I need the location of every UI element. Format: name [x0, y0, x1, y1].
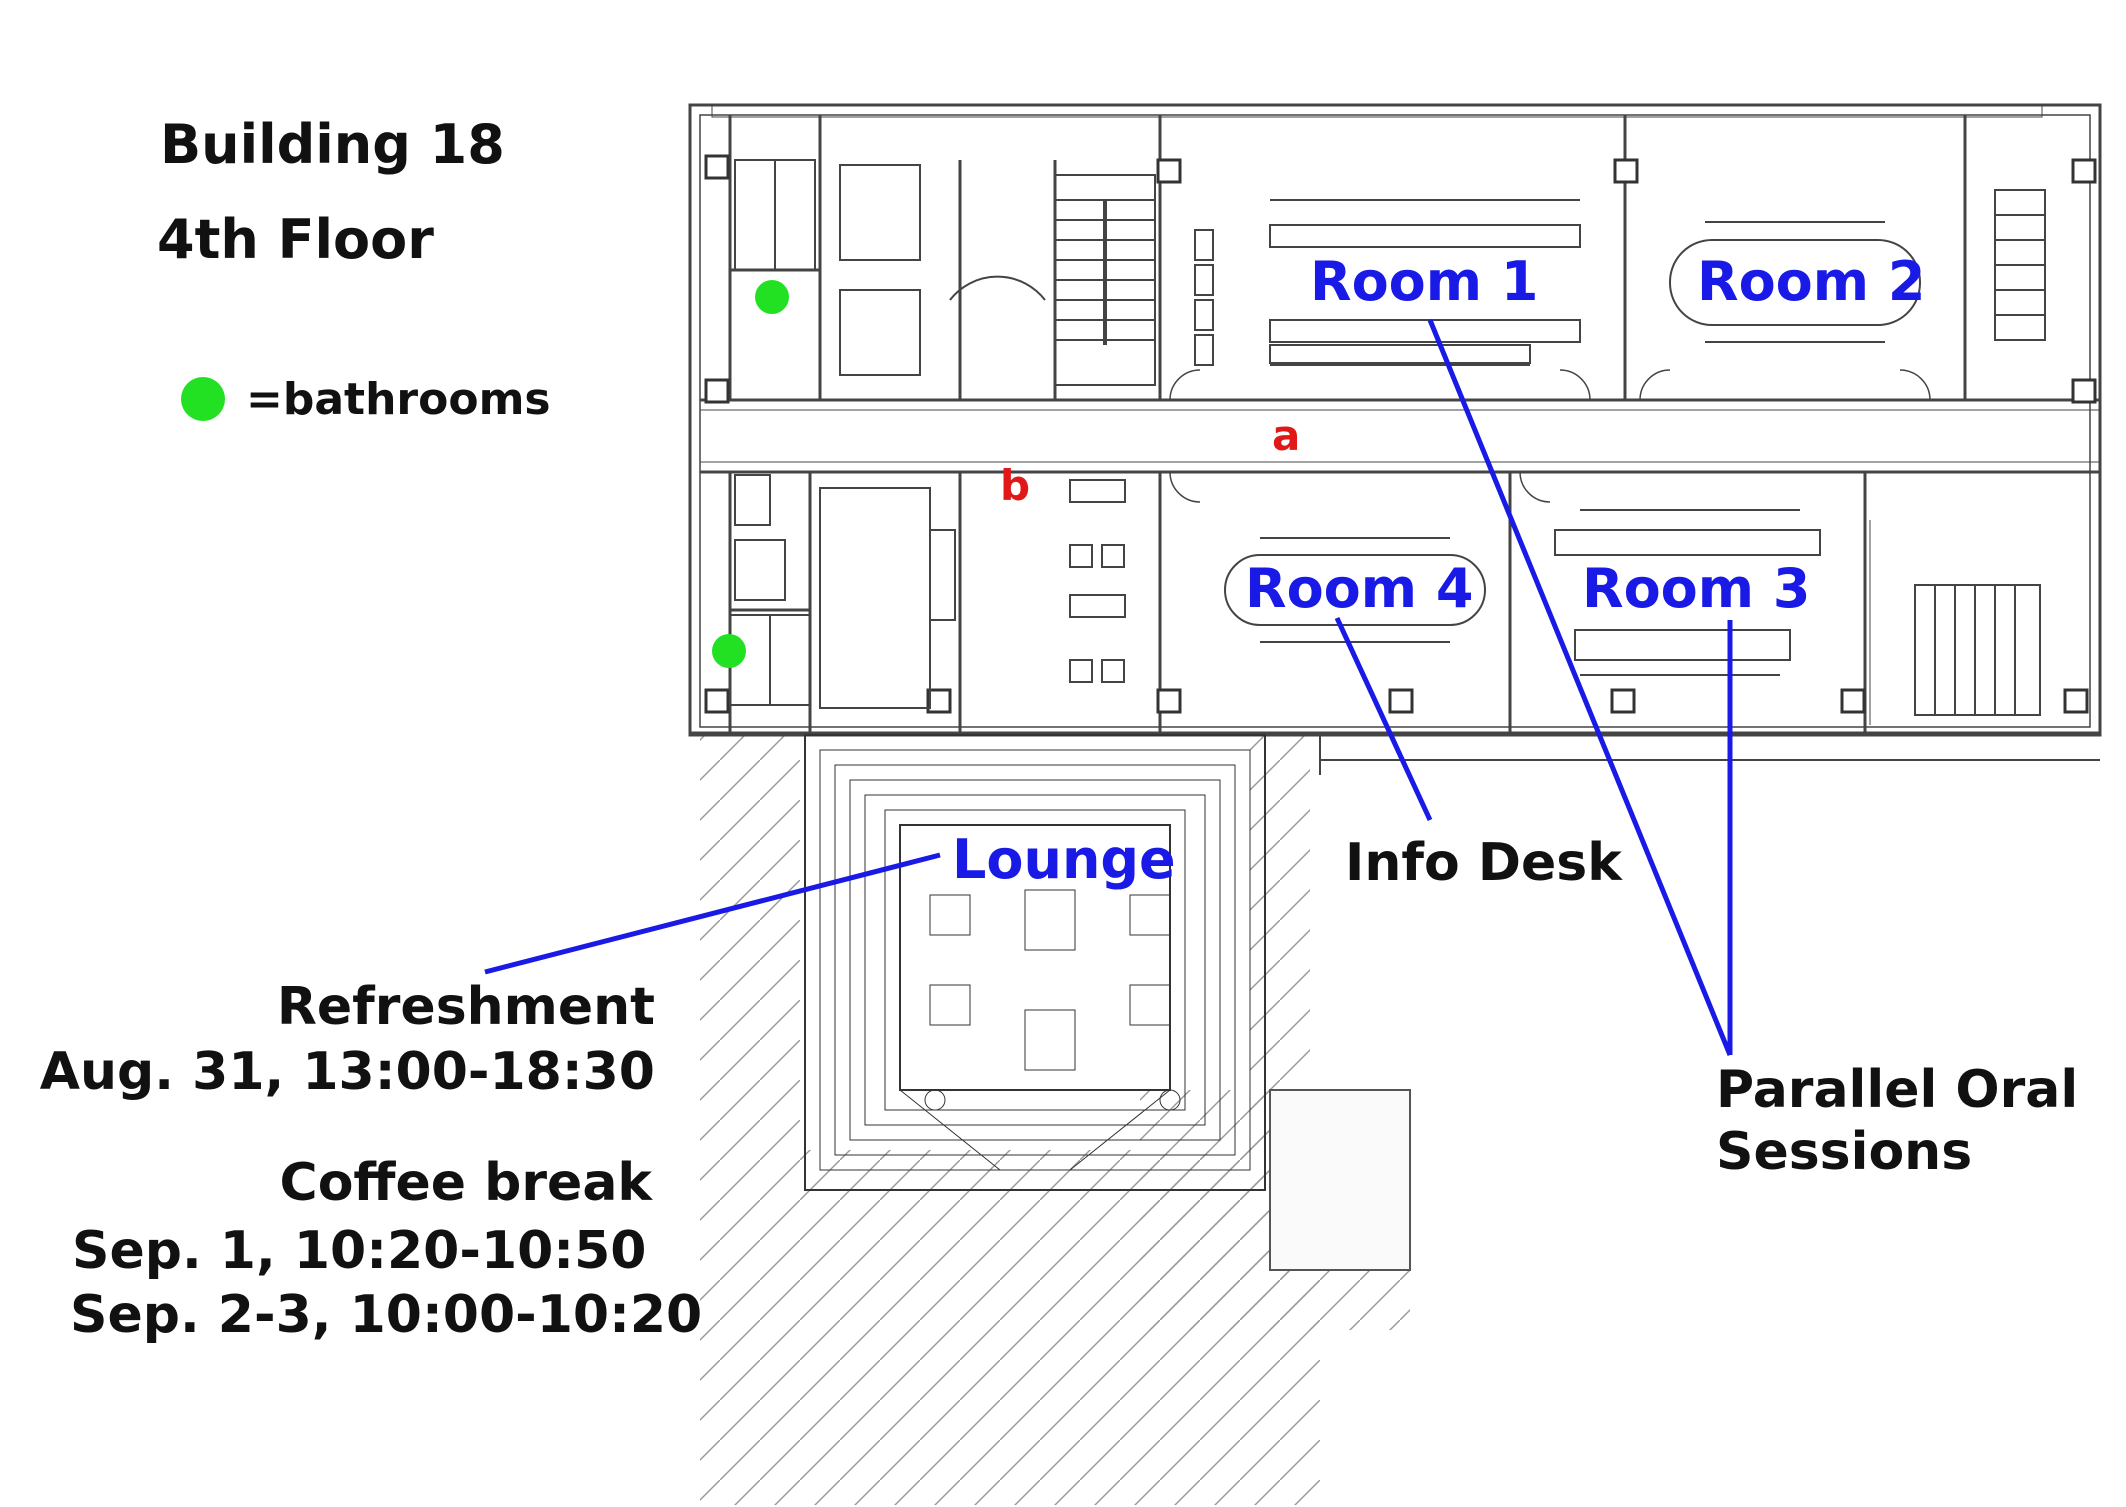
parallel-sessions-line1: Parallel Oral	[1716, 1060, 2079, 1120]
room2-furniture	[1669, 221, 1921, 343]
info-desk-label: Info Desk	[1345, 833, 1622, 893]
terrace-hatch	[700, 735, 1411, 1505]
room1-furniture	[1194, 199, 1581, 366]
lounge-structure	[804, 734, 1266, 1191]
room2-label: Room 2	[1697, 250, 1926, 313]
corridor-marker-a: a	[1272, 411, 1301, 460]
elevators	[839, 164, 1046, 376]
floor-title: 4th Floor	[157, 208, 434, 271]
callout-room1	[1427, 319, 1733, 1056]
corridor-marker-b: b	[1000, 461, 1031, 510]
callout-lounge	[484, 852, 941, 975]
room4-furniture	[1224, 537, 1486, 643]
legend-label: =bathrooms	[246, 374, 551, 425]
room3-furniture	[1554, 509, 1821, 676]
bathroom-marker-north-icon	[755, 280, 789, 314]
refreshment-time: Aug. 31, 13:00-18:30	[39, 1042, 655, 1102]
building-title: Building 18	[160, 113, 505, 176]
bathroom-marker-south-icon	[712, 634, 746, 668]
open-space-chairs	[1069, 479, 1126, 683]
room3-label: Room 3	[1582, 557, 1811, 620]
lounge-label: Lounge	[952, 828, 1176, 891]
callout-info-desk	[1334, 616, 1433, 822]
coffee-break-time-2: Sep. 2-3, 10:00-10:20	[70, 1285, 703, 1345]
callout-lines	[484, 319, 1733, 1056]
building-outline	[688, 103, 2102, 775]
coffee-break-title: Coffee break	[279, 1153, 652, 1213]
archive-shelving	[1869, 520, 2041, 725]
doors	[1169, 369, 1931, 503]
refreshment-title: Refreshment	[276, 977, 655, 1037]
pillars	[704, 154, 2097, 714]
coffee-break-time-1: Sep. 1, 10:20-10:50	[72, 1221, 647, 1281]
restroom-fixtures	[729, 159, 956, 709]
room1-label: Room 1	[1310, 250, 1539, 313]
legend-bathroom-dot-icon	[181, 377, 225, 421]
stairs	[1054, 174, 2046, 386]
parallel-sessions-line2: Sessions	[1716, 1122, 1973, 1182]
room4-label: Room 4	[1245, 557, 1474, 620]
